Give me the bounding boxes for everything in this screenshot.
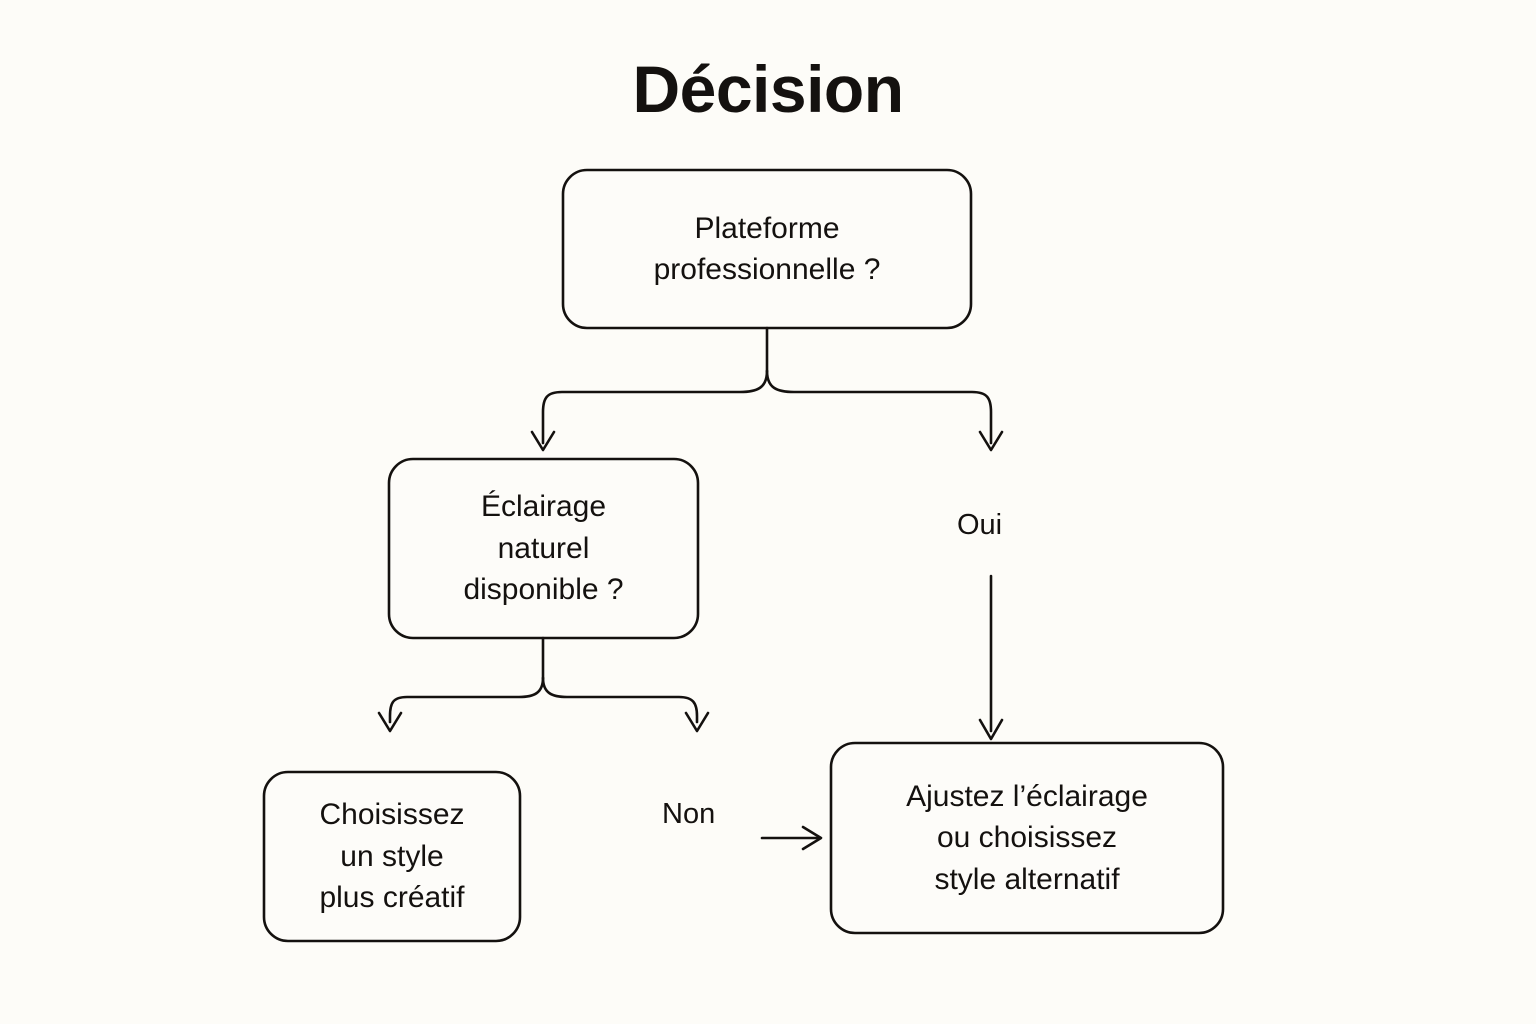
edge-label-oui: Oui	[957, 509, 1003, 541]
page-title: Décision	[632, 52, 904, 126]
arrowhead-fork1-left	[530, 430, 556, 452]
arrowhead-fork2-left	[377, 711, 403, 733]
node-ajustez-eclairage[interactable]	[829, 741, 1225, 935]
node-eclairage-naturel[interactable]	[387, 457, 700, 640]
arrowhead-fork1-right	[978, 430, 1004, 452]
edge-fork1-right	[765, 369, 993, 445]
arrowhead-non-to-ajustez	[801, 825, 823, 851]
arrowhead-fork2-right	[684, 711, 710, 733]
node-plateforme-professionnelle[interactable]	[561, 168, 973, 330]
edge-fork2-right	[541, 676, 699, 724]
edge-label-non: Non	[662, 798, 716, 830]
arrowhead-oui-to-ajustez	[978, 718, 1004, 741]
node-choisissez-style-creatif[interactable]	[262, 770, 522, 943]
edge-fork2-left	[388, 676, 545, 724]
edge-fork1-left	[541, 369, 769, 445]
